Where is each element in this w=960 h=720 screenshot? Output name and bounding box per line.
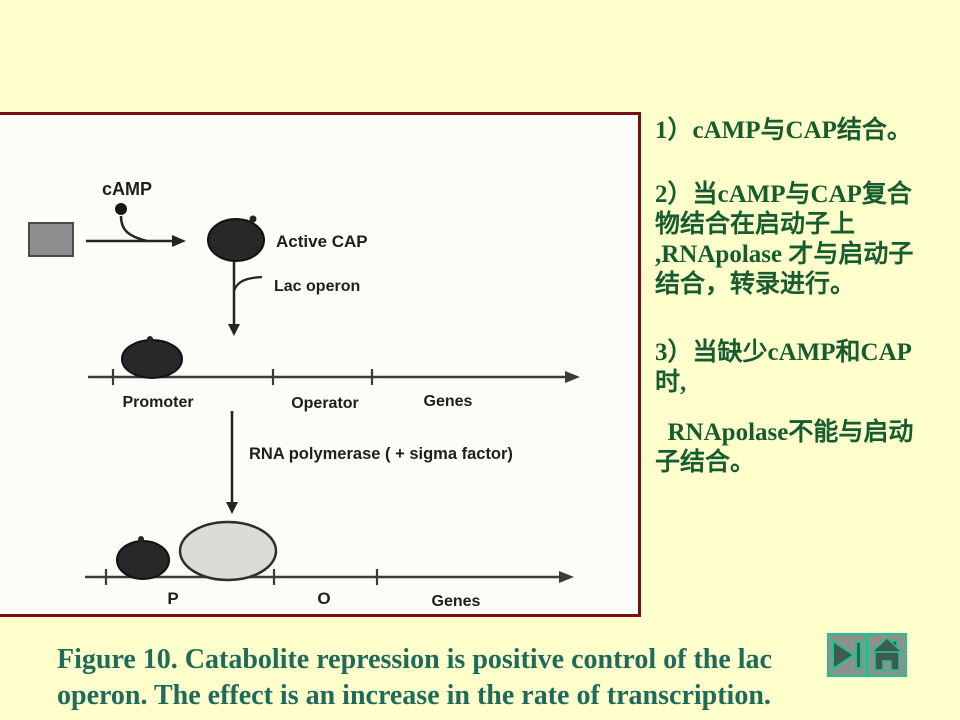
dna-bottom-arrowhead: [559, 571, 574, 583]
transcription-arrowhead: [226, 502, 238, 514]
operator-label: Operator: [291, 395, 359, 412]
next-slide-icon: [832, 639, 862, 671]
lac-operon-diagram: cAMP Active CAP Lac operon: [28, 179, 580, 610]
cap-on-promoter-ellipse: [121, 339, 183, 379]
active-cap-ellipse: [207, 218, 265, 262]
active-cap-bump: [249, 215, 257, 223]
diagram-panel: cAMP Active CAP Lac operon: [0, 112, 641, 617]
active-cap-label: Active CAP: [276, 232, 368, 251]
note-line: 1）cAMP与CAP结合。: [655, 117, 912, 144]
note-paragraph: RNApolase不能与启动子结合。: [655, 418, 960, 478]
caption-line-1: Figure 10. Catabolite repression is posi…: [57, 644, 772, 675]
note-paragraph: 1）cAMP与CAP结合。: [655, 116, 960, 146]
home-icon: [870, 636, 904, 671]
dna-top-arrowhead: [565, 371, 580, 383]
reaction-arrowhead: [172, 235, 186, 247]
rna-polymerase-ellipse: [178, 520, 278, 582]
genes-bottom-label: Genes: [432, 593, 481, 610]
cap-bump: [138, 536, 144, 542]
binding-arrowhead: [228, 324, 240, 336]
note-line: 子结合。: [655, 449, 756, 476]
next-slide-button[interactable]: [827, 633, 867, 677]
genes-top-label: Genes: [424, 393, 473, 410]
note-line: 3）当缺少cAMP和CAP: [655, 339, 912, 366]
cap-bump: [147, 336, 153, 342]
note-paragraph: 2）当cAMP与CAP复合物结合在启动子上 ,RNApolase 才与启动子结合，…: [655, 180, 960, 300]
note-line: 时,: [655, 369, 687, 396]
camp-entry-curve: [119, 215, 148, 243]
lac-operon-label: Lac operon: [274, 278, 360, 295]
caption-line-2: operon. The effect is an increase in the…: [57, 680, 771, 711]
inactive-cap-square: [28, 222, 74, 257]
note-line: RNApolase不能与启动: [655, 419, 914, 446]
notes: 1）cAMP与CAP结合。 2）当cAMP与CAP复合物结合在启动子上 ,RNApo…: [655, 116, 960, 478]
note-line: 物结合在启动子上: [655, 211, 856, 238]
slide-nav: [827, 633, 907, 677]
rna-polymerase-label: RNA polymerase ( + sigma factor): [249, 445, 513, 463]
camp-molecule-dot: [115, 203, 127, 215]
figure-caption: Figure 10. Catabolite repression is posi…: [57, 642, 937, 714]
promoter-label: Promoter: [122, 394, 193, 411]
p-label: P: [167, 589, 178, 608]
note-line: 结合，转录进行。: [655, 271, 856, 298]
camp-label: cAMP: [102, 179, 152, 199]
home-button[interactable]: [867, 633, 907, 677]
note-paragraph: 3）当缺少cAMP和CAP 时,: [655, 338, 960, 398]
o-label: O: [317, 589, 330, 608]
lac-operon-branch: [232, 275, 263, 292]
note-line: 2）当cAMP与CAP复合: [655, 181, 912, 208]
cap-bound-ellipse: [116, 540, 170, 580]
note-line: ,RNApolase 才与启动子: [655, 241, 914, 268]
